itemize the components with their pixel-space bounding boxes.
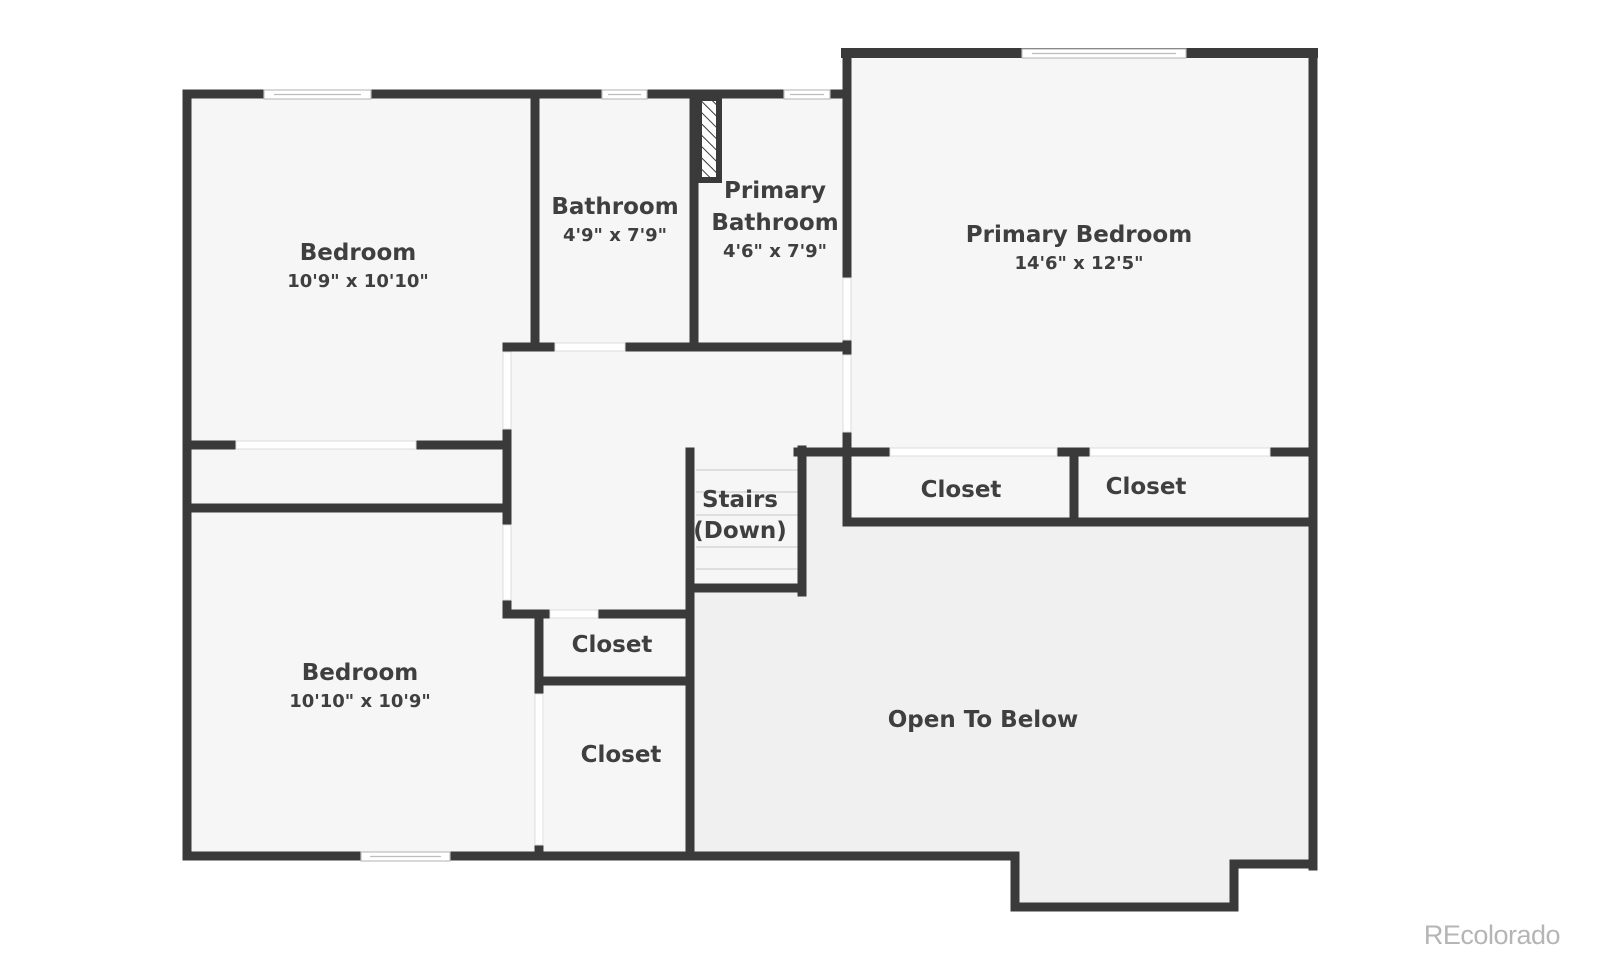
opening-hall-left-top bbox=[502, 351, 512, 430]
opening-hall-left-low bbox=[502, 524, 512, 601]
window-bed-top bbox=[263, 89, 372, 100]
label-bedroom-top: Bedroom bbox=[300, 240, 417, 266]
label-open-to-below: Open To Below bbox=[888, 707, 1079, 733]
floor-primary-bedroom bbox=[850, 57, 1311, 450]
floor-bedroom-bottom bbox=[190, 512, 538, 853]
label-primary-bath-2: Bathroom bbox=[711, 210, 838, 236]
floor-hall-strip bbox=[190, 449, 506, 505]
floor-closet-hall bbox=[544, 618, 686, 678]
dims-primary-bath: 4'6" x 7'9" bbox=[723, 241, 827, 262]
floor-bedroom-top bbox=[190, 97, 530, 443]
floors bbox=[190, 57, 1311, 905]
window-bed-bottom bbox=[360, 851, 451, 862]
label-closet-pb-right: Closet bbox=[1106, 474, 1187, 500]
label-bedroom-bottom: Bedroom bbox=[302, 660, 419, 686]
floor-closet-pb-right bbox=[1078, 456, 1311, 519]
label-primary-bath-1: Primary bbox=[724, 178, 826, 204]
label-closet-hall: Closet bbox=[572, 632, 653, 658]
dims-primary-bedroom: 14'6" x 12'5" bbox=[1014, 253, 1143, 274]
opening-pb-closet-l bbox=[889, 447, 1058, 457]
label-primary-bedroom: Primary Bedroom bbox=[966, 222, 1192, 248]
label-stairs-1: Stairs bbox=[702, 487, 778, 513]
window-primary-bed bbox=[1021, 48, 1187, 59]
floor-open-to-below bbox=[694, 452, 1311, 905]
windows bbox=[263, 48, 1187, 862]
opening-pb-hall bbox=[842, 354, 852, 433]
dims-bedroom-top: 10'9" x 10'10" bbox=[287, 271, 429, 292]
window-primary-bath bbox=[783, 89, 831, 100]
opening-pb bbox=[842, 277, 852, 341]
window-bath bbox=[601, 89, 648, 100]
chase bbox=[696, 95, 722, 183]
opening-bed-bottom bbox=[534, 693, 544, 846]
floor-stairs bbox=[694, 456, 800, 584]
opening-pb-closet-r bbox=[1089, 447, 1271, 457]
watermark: REcolorado bbox=[1423, 920, 1561, 950]
dims-bedroom-bottom: 10'10" x 10'9" bbox=[289, 691, 431, 712]
dims-bathroom: 4'9" x 7'9" bbox=[563, 225, 667, 246]
wall-bottom-bay bbox=[182, 851, 1318, 912]
stair-treads bbox=[696, 469, 798, 570]
labels: Bedroom 10'9" x 10'10" Bathroom 4'9" x 7… bbox=[287, 178, 1192, 768]
opening-closet-hall bbox=[549, 609, 599, 619]
label-closet-lower: Closet bbox=[581, 742, 662, 768]
floor-primary-bathroom bbox=[698, 97, 846, 345]
openings bbox=[235, 277, 1271, 846]
label-stairs-2: (Down) bbox=[693, 518, 787, 544]
label-bathroom: Bathroom bbox=[551, 194, 678, 220]
floor-bathroom bbox=[538, 97, 692, 345]
floor-closet-lower bbox=[544, 684, 686, 853]
opening-bath bbox=[554, 342, 626, 352]
floor-closet-pb-left bbox=[850, 456, 1070, 519]
label-closet-pb-left: Closet bbox=[921, 477, 1002, 503]
opening-bed-top bbox=[235, 440, 417, 450]
